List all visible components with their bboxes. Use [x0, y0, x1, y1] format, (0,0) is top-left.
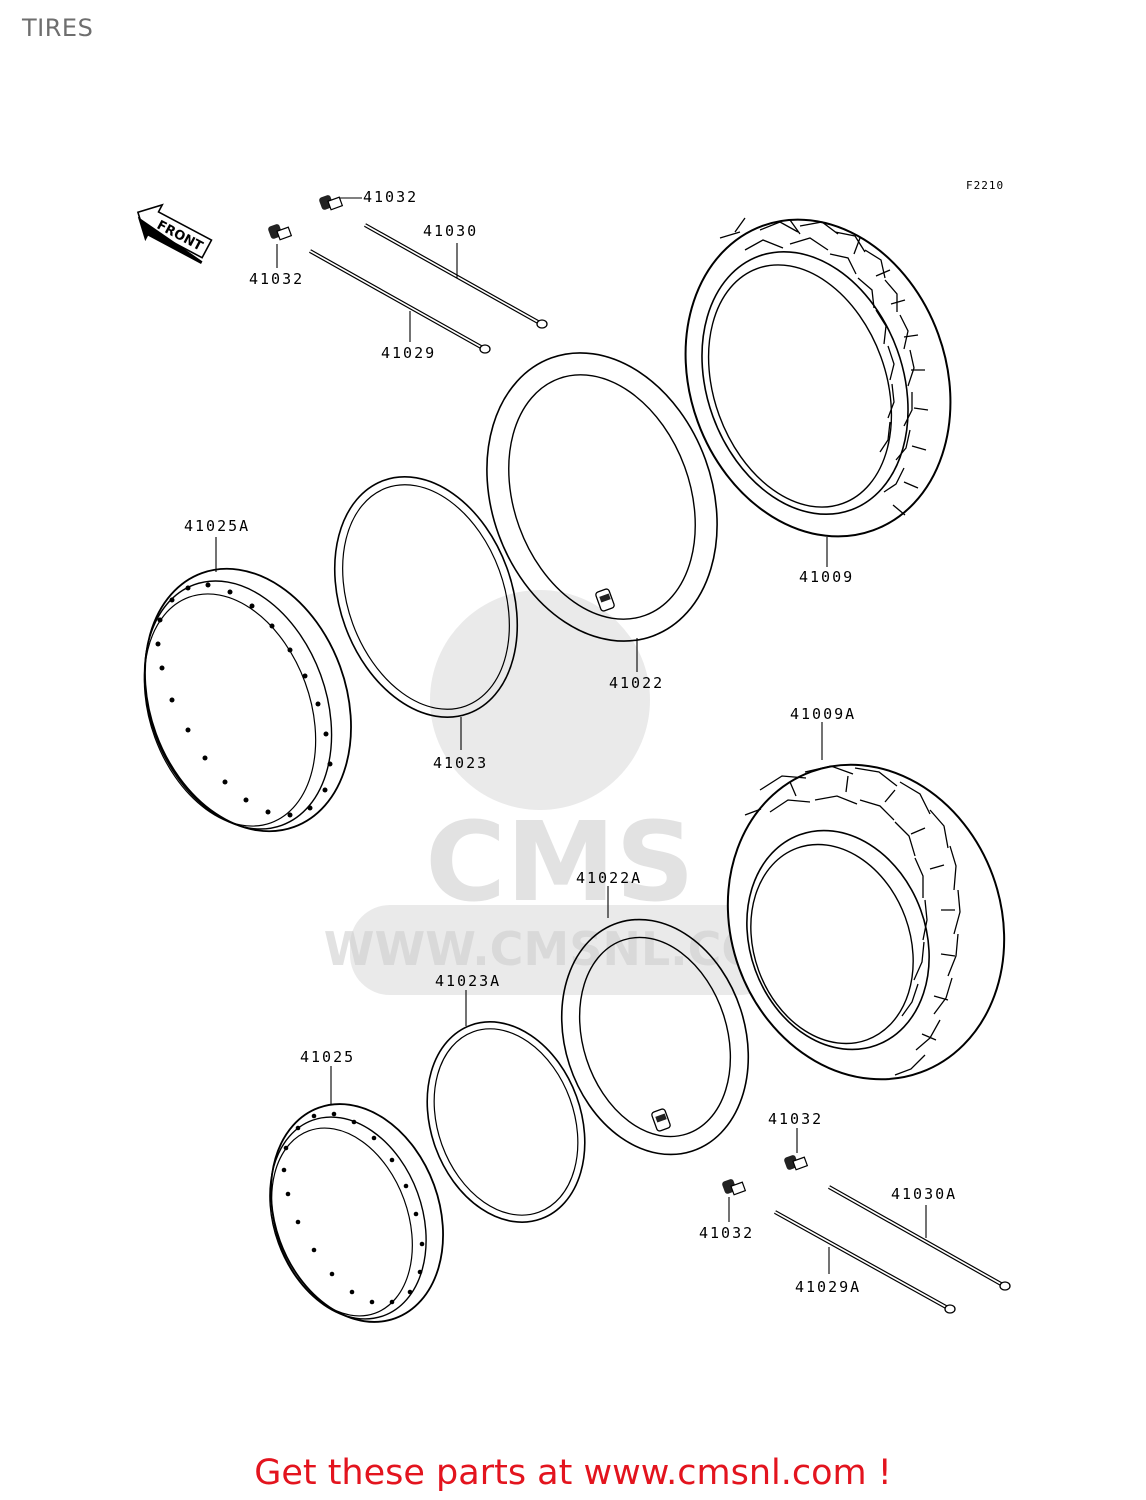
front-tube — [486, 352, 718, 642]
part-number-tire: 41009 — [799, 568, 854, 586]
valve-cap-bottom-right-icon — [784, 1155, 809, 1171]
part-number-valve-cap: 41032 — [768, 1110, 823, 1128]
part-number-rim-band: 41023A — [435, 972, 501, 990]
spoke-top-short — [309, 249, 491, 354]
spoke-bottom-long — [828, 1185, 1011, 1291]
part-number-valve-cap: 41032 — [699, 1224, 754, 1242]
front-rim — [143, 567, 352, 833]
valve-cap-top-left-icon — [268, 224, 293, 241]
front-arrow-icon: FRONT — [136, 203, 213, 264]
front-rim-band — [333, 476, 519, 718]
spoke-bottom-short — [774, 1210, 956, 1314]
rear-rim — [269, 1103, 444, 1323]
part-number-spoke: 41030A — [891, 1185, 957, 1203]
part-number-valve-cap: 41032 — [363, 188, 418, 206]
part-number-spoke: 41029 — [381, 344, 436, 362]
part-number-spoke: 41030 — [423, 222, 478, 240]
valve-cap-top-right-icon — [319, 195, 344, 211]
page-title: TIRES — [22, 14, 94, 42]
rear-rim-band — [426, 1021, 586, 1223]
rear-tire — [726, 763, 1006, 1081]
watermark-brand: CMS — [425, 798, 694, 926]
get-parts-link[interactable]: Get these parts at www.cmsnl.com ! — [254, 1453, 892, 1493]
spoke-top-long — [364, 223, 548, 329]
part-number-rim: 41025 — [300, 1048, 355, 1066]
part-number-spoke: 41029A — [795, 1278, 861, 1296]
part-number-valve-cap: 41032 — [249, 270, 304, 288]
part-number-tire: 41009A — [790, 705, 856, 723]
figure-code: F2210 — [966, 179, 1004, 192]
watermark-url: WWW.CMSNL.COM — [324, 922, 807, 976]
valve-cap-bottom-left-icon — [722, 1179, 747, 1196]
part-number-tube: 41022 — [609, 674, 664, 692]
part-number-tube: 41022A — [576, 869, 642, 887]
part-number-rim: 41025A — [184, 517, 250, 535]
part-number-rim-band: 41023 — [433, 754, 488, 772]
front-tire — [684, 217, 952, 538]
rear-tube — [560, 918, 750, 1156]
